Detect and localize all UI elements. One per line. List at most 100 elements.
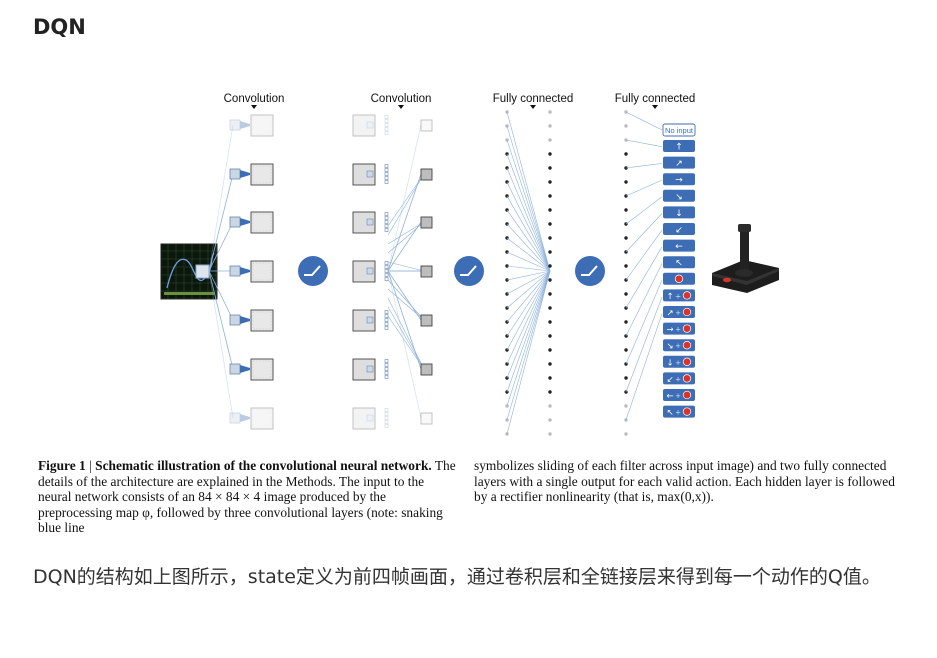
fc1b-node <box>548 418 552 422</box>
relu-icon <box>454 256 484 286</box>
conv2-kernel-cell <box>384 269 389 273</box>
connection-line <box>387 261 425 272</box>
feature-map <box>250 407 274 430</box>
connection-line <box>506 270 551 337</box>
fc2-node <box>624 404 628 408</box>
connection-line <box>506 209 551 272</box>
action-output <box>663 173 695 186</box>
section-heading: DQN <box>33 15 86 39</box>
feature-map <box>352 114 376 137</box>
conv2-kernel-cell <box>384 375 389 379</box>
connection-line <box>506 270 551 407</box>
conv2-kernel-cell <box>384 224 389 228</box>
fc1b-node <box>548 376 552 380</box>
connection-line <box>625 111 663 131</box>
action-arrow-icon: ↘ <box>666 342 673 352</box>
fire-button-icon <box>682 324 692 333</box>
conv2-kernel-cell <box>384 119 389 123</box>
no-input-label: No input <box>665 126 694 135</box>
connection-line <box>506 270 551 421</box>
conv3-map <box>420 168 433 181</box>
conv2-kernel-cell <box>384 131 389 135</box>
fc2-node <box>624 110 628 114</box>
conv1-arrow-icon <box>240 218 250 226</box>
connection-line <box>387 221 422 272</box>
action-arrow-icon: ↗ <box>675 159 683 169</box>
fc1b-node <box>548 152 552 156</box>
connection-line <box>506 223 551 272</box>
connection-line <box>506 270 551 323</box>
conv2-kernel-cell <box>384 310 389 314</box>
plus-icon: + <box>675 342 681 350</box>
fc2-node <box>624 390 628 394</box>
conv2-patch <box>366 365 374 373</box>
relu-icon <box>298 256 328 286</box>
conv2-kernel-cell <box>384 314 389 318</box>
conv2-kernel-cell <box>384 424 389 428</box>
conv2-kernel-cell <box>384 408 389 412</box>
conv1-patch <box>229 168 241 180</box>
action-arrow-icon: ← <box>666 392 673 402</box>
feature-map-grid <box>252 262 272 281</box>
action-output <box>663 206 695 219</box>
conv2-kernel-cell <box>384 371 389 375</box>
conv3-map <box>420 216 433 229</box>
connection-line <box>387 270 422 321</box>
feature-map <box>352 358 376 381</box>
caption-right: symbolizes sliding of each filter across… <box>474 458 895 505</box>
fc2-node <box>624 306 628 310</box>
connection-line <box>625 246 663 309</box>
label-fully-connected-1: Fully connected <box>493 93 574 105</box>
connection-line <box>506 270 551 379</box>
connection-line <box>506 251 551 272</box>
fc1b-node <box>548 180 552 184</box>
connection-line <box>625 179 663 197</box>
relu-icon <box>575 256 605 286</box>
connection-line <box>208 270 234 419</box>
caption-left: Figure 1 | Schematic illustration of the… <box>38 458 456 536</box>
action-arrow-icon: ↓ <box>666 358 673 368</box>
caption-title: Schematic illustration of the convolutio… <box>95 458 432 473</box>
conv1-patch <box>229 314 241 326</box>
conv2-patch <box>366 316 374 324</box>
fc2-node <box>624 152 628 156</box>
connection-line <box>506 270 551 393</box>
conv1-unit <box>229 260 274 283</box>
connection-line <box>625 213 663 253</box>
conv2-kernel-cell <box>384 273 389 277</box>
fc2-node <box>624 208 628 212</box>
joystick-base-edge <box>712 268 779 285</box>
connection-line <box>625 280 663 365</box>
body-paragraph: DQN的结构如上图所示，state定义为前四帧画面，通过卷积层和全链接层来得到每… <box>33 566 881 588</box>
action-arrow-icon: ↗ <box>666 309 673 319</box>
conv1-unit <box>229 407 274 430</box>
connection-line <box>506 139 551 272</box>
feature-map <box>250 114 274 137</box>
fc1b-node <box>548 194 552 198</box>
connection-line <box>506 167 551 272</box>
connection-line <box>208 124 234 272</box>
fc2-node <box>624 362 628 366</box>
action-output <box>663 156 695 169</box>
connection-line <box>625 313 663 421</box>
connection-line <box>506 237 551 272</box>
fc1b-node <box>548 222 552 226</box>
plus-icon: + <box>675 409 681 417</box>
fc1b-node <box>548 138 552 142</box>
frame-ground <box>164 292 214 295</box>
connection-line <box>208 270 234 370</box>
feature-map-grid <box>252 360 272 379</box>
fc1b-node <box>548 208 552 212</box>
fire-button-icon <box>682 341 692 350</box>
fire-button-icon <box>682 390 692 400</box>
conv1-unit <box>229 114 274 137</box>
connection-line <box>506 153 551 272</box>
conv1-arrow-icon <box>240 365 250 373</box>
action-arrow-icon: ↑ <box>666 292 673 302</box>
conv1-arrow-icon <box>240 121 250 129</box>
fc2-node <box>624 348 628 352</box>
conv2-kernel-cell <box>384 367 389 371</box>
fc2-node <box>624 418 628 422</box>
fc1b-node <box>548 390 552 394</box>
connection-line <box>387 306 425 370</box>
